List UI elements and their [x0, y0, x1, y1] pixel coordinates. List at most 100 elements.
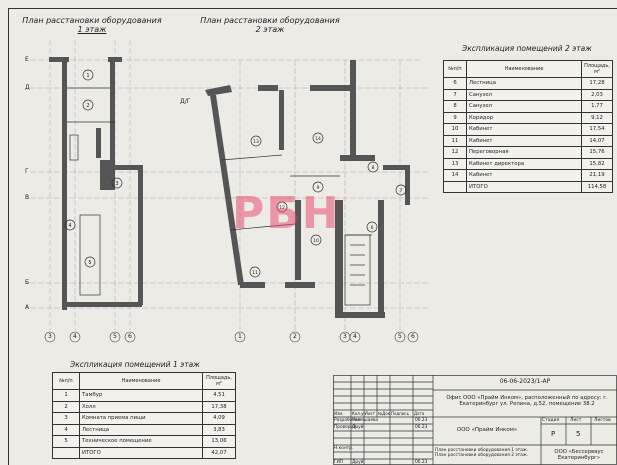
table2-title: Экспликация помещений 2 этаж — [462, 44, 592, 53]
table1-title: Экспликация помещений 1 этаж — [70, 360, 200, 369]
cell-num — [443, 180, 467, 193]
room-2-label: 2 — [86, 103, 89, 109]
cell-name: Лестница — [79, 423, 203, 436]
cell-num: 14 — [443, 169, 467, 182]
th-num: №п/п — [443, 60, 467, 78]
th-name: Наименование — [79, 372, 203, 390]
cell-num: 1 — [52, 389, 80, 402]
role-role: ГИП — [334, 460, 344, 465]
room-4-label: 4 — [68, 223, 71, 229]
cell-area: 17,38 — [202, 400, 236, 413]
axis2-col-1: 1 — [238, 333, 242, 340]
role-name: Немешаева — [352, 418, 379, 423]
col-header: Изм. — [334, 411, 344, 416]
stage-label: Стадия — [542, 418, 560, 423]
axis-col-5: 5 — [113, 333, 117, 340]
cell-area: 3,83 — [202, 423, 236, 436]
cell-name: Коридор — [466, 111, 582, 124]
axis2-col-2: 2 — [293, 333, 297, 340]
axis-row-g: Г — [25, 168, 29, 175]
axis-row-d: Д — [25, 84, 30, 91]
axis2-col-6: 6 — [411, 333, 415, 340]
th-num: №п/п — [52, 372, 80, 390]
cell-area: 2,03 — [581, 88, 613, 101]
plan1-floor: 1 этаж — [77, 25, 107, 34]
cell-name: Санузел — [466, 100, 582, 113]
room-5-label: 5 — [88, 260, 91, 266]
th-area: Площадь, м² — [581, 60, 613, 78]
cell-name: ИТОГО — [466, 180, 582, 193]
sheet-value: 5 — [576, 430, 581, 438]
company-right: ООО «Бессерваус Екатеринбург» — [554, 449, 604, 461]
cell-num: 10 — [443, 123, 467, 136]
plan2-walls — [205, 60, 410, 318]
watermark: РБН — [232, 188, 341, 239]
drawing-code: 06-06-2023/1-АР — [499, 378, 551, 385]
plan1-title-text: План расстановки оборудования — [22, 16, 162, 25]
cell-area: 1,77 — [581, 100, 613, 113]
cell-area: 14,07 — [581, 134, 613, 147]
cell-num: 11 — [443, 134, 467, 147]
cell-name: Кабинет — [466, 123, 582, 136]
col-header: Дата — [414, 411, 425, 416]
plan2-floor: 2 этаж — [255, 25, 285, 34]
object-address: Офис ООО «Прайм Инком», расположенный по… — [446, 395, 608, 407]
cell-num: 5 — [52, 435, 80, 448]
cell-num: 2 — [52, 400, 80, 413]
plan2-title-text: План расстановки оборудования — [200, 16, 340, 25]
cell-num: 6 — [443, 77, 467, 90]
role-role: Н.контр. — [334, 446, 354, 451]
role-name: Друй — [352, 460, 364, 465]
cell-area: 42,07 — [202, 446, 236, 459]
room-13-label: 13 — [253, 139, 259, 145]
cell-name: Кабинет — [466, 134, 582, 147]
cell-name: Санузел — [466, 88, 582, 101]
role-name: Друй — [352, 425, 364, 430]
cell-name: Лестница — [466, 77, 582, 90]
cell-num: 3 — [52, 412, 80, 425]
plan1-title: План расстановки оборудования 1 этаж — [22, 16, 162, 34]
cell-area: 13,06 — [202, 435, 236, 448]
company-left: ООО «Прайм Инком» — [456, 427, 518, 433]
cell-num: 12 — [443, 146, 467, 159]
cell-name: Холл — [79, 400, 203, 413]
th-name: Наименование — [466, 60, 582, 78]
cell-num: 9 — [443, 111, 467, 124]
axis2-col-5: 5 — [398, 333, 402, 340]
plan2-title: План расстановки оборудования 2 этаж — [195, 16, 345, 34]
plan1-rooms — [64, 69, 123, 296]
cell-num: 13 — [443, 157, 467, 170]
title-block: 06-06-2023/1-АР Офис ООО «Прайм Инком», … — [333, 375, 617, 465]
room-7-label: 7 — [400, 188, 403, 194]
room-12-label: 12 — [279, 205, 285, 211]
stage-value: Р — [551, 430, 556, 438]
axis-col-4: 4 — [73, 333, 77, 340]
col-header: Подпись — [391, 411, 409, 416]
room-14-label: 14 — [315, 136, 321, 142]
col-header: Кол.уч — [352, 411, 366, 416]
room-6-label: 6 — [371, 225, 374, 231]
cell-name: ИТОГО — [79, 446, 203, 459]
sheet-label: Лист — [570, 418, 582, 423]
cell-area: 15,82 — [581, 157, 613, 170]
axis-row-a: А — [25, 304, 30, 311]
cell-area: 4,51 — [202, 389, 236, 402]
cell-area: 17,28 — [581, 77, 613, 90]
axis2-col-4: 4 — [353, 333, 357, 340]
col-header: №Док — [378, 411, 391, 416]
axis-bubbles — [44, 331, 419, 343]
cell-name: Переговорная — [466, 146, 582, 159]
